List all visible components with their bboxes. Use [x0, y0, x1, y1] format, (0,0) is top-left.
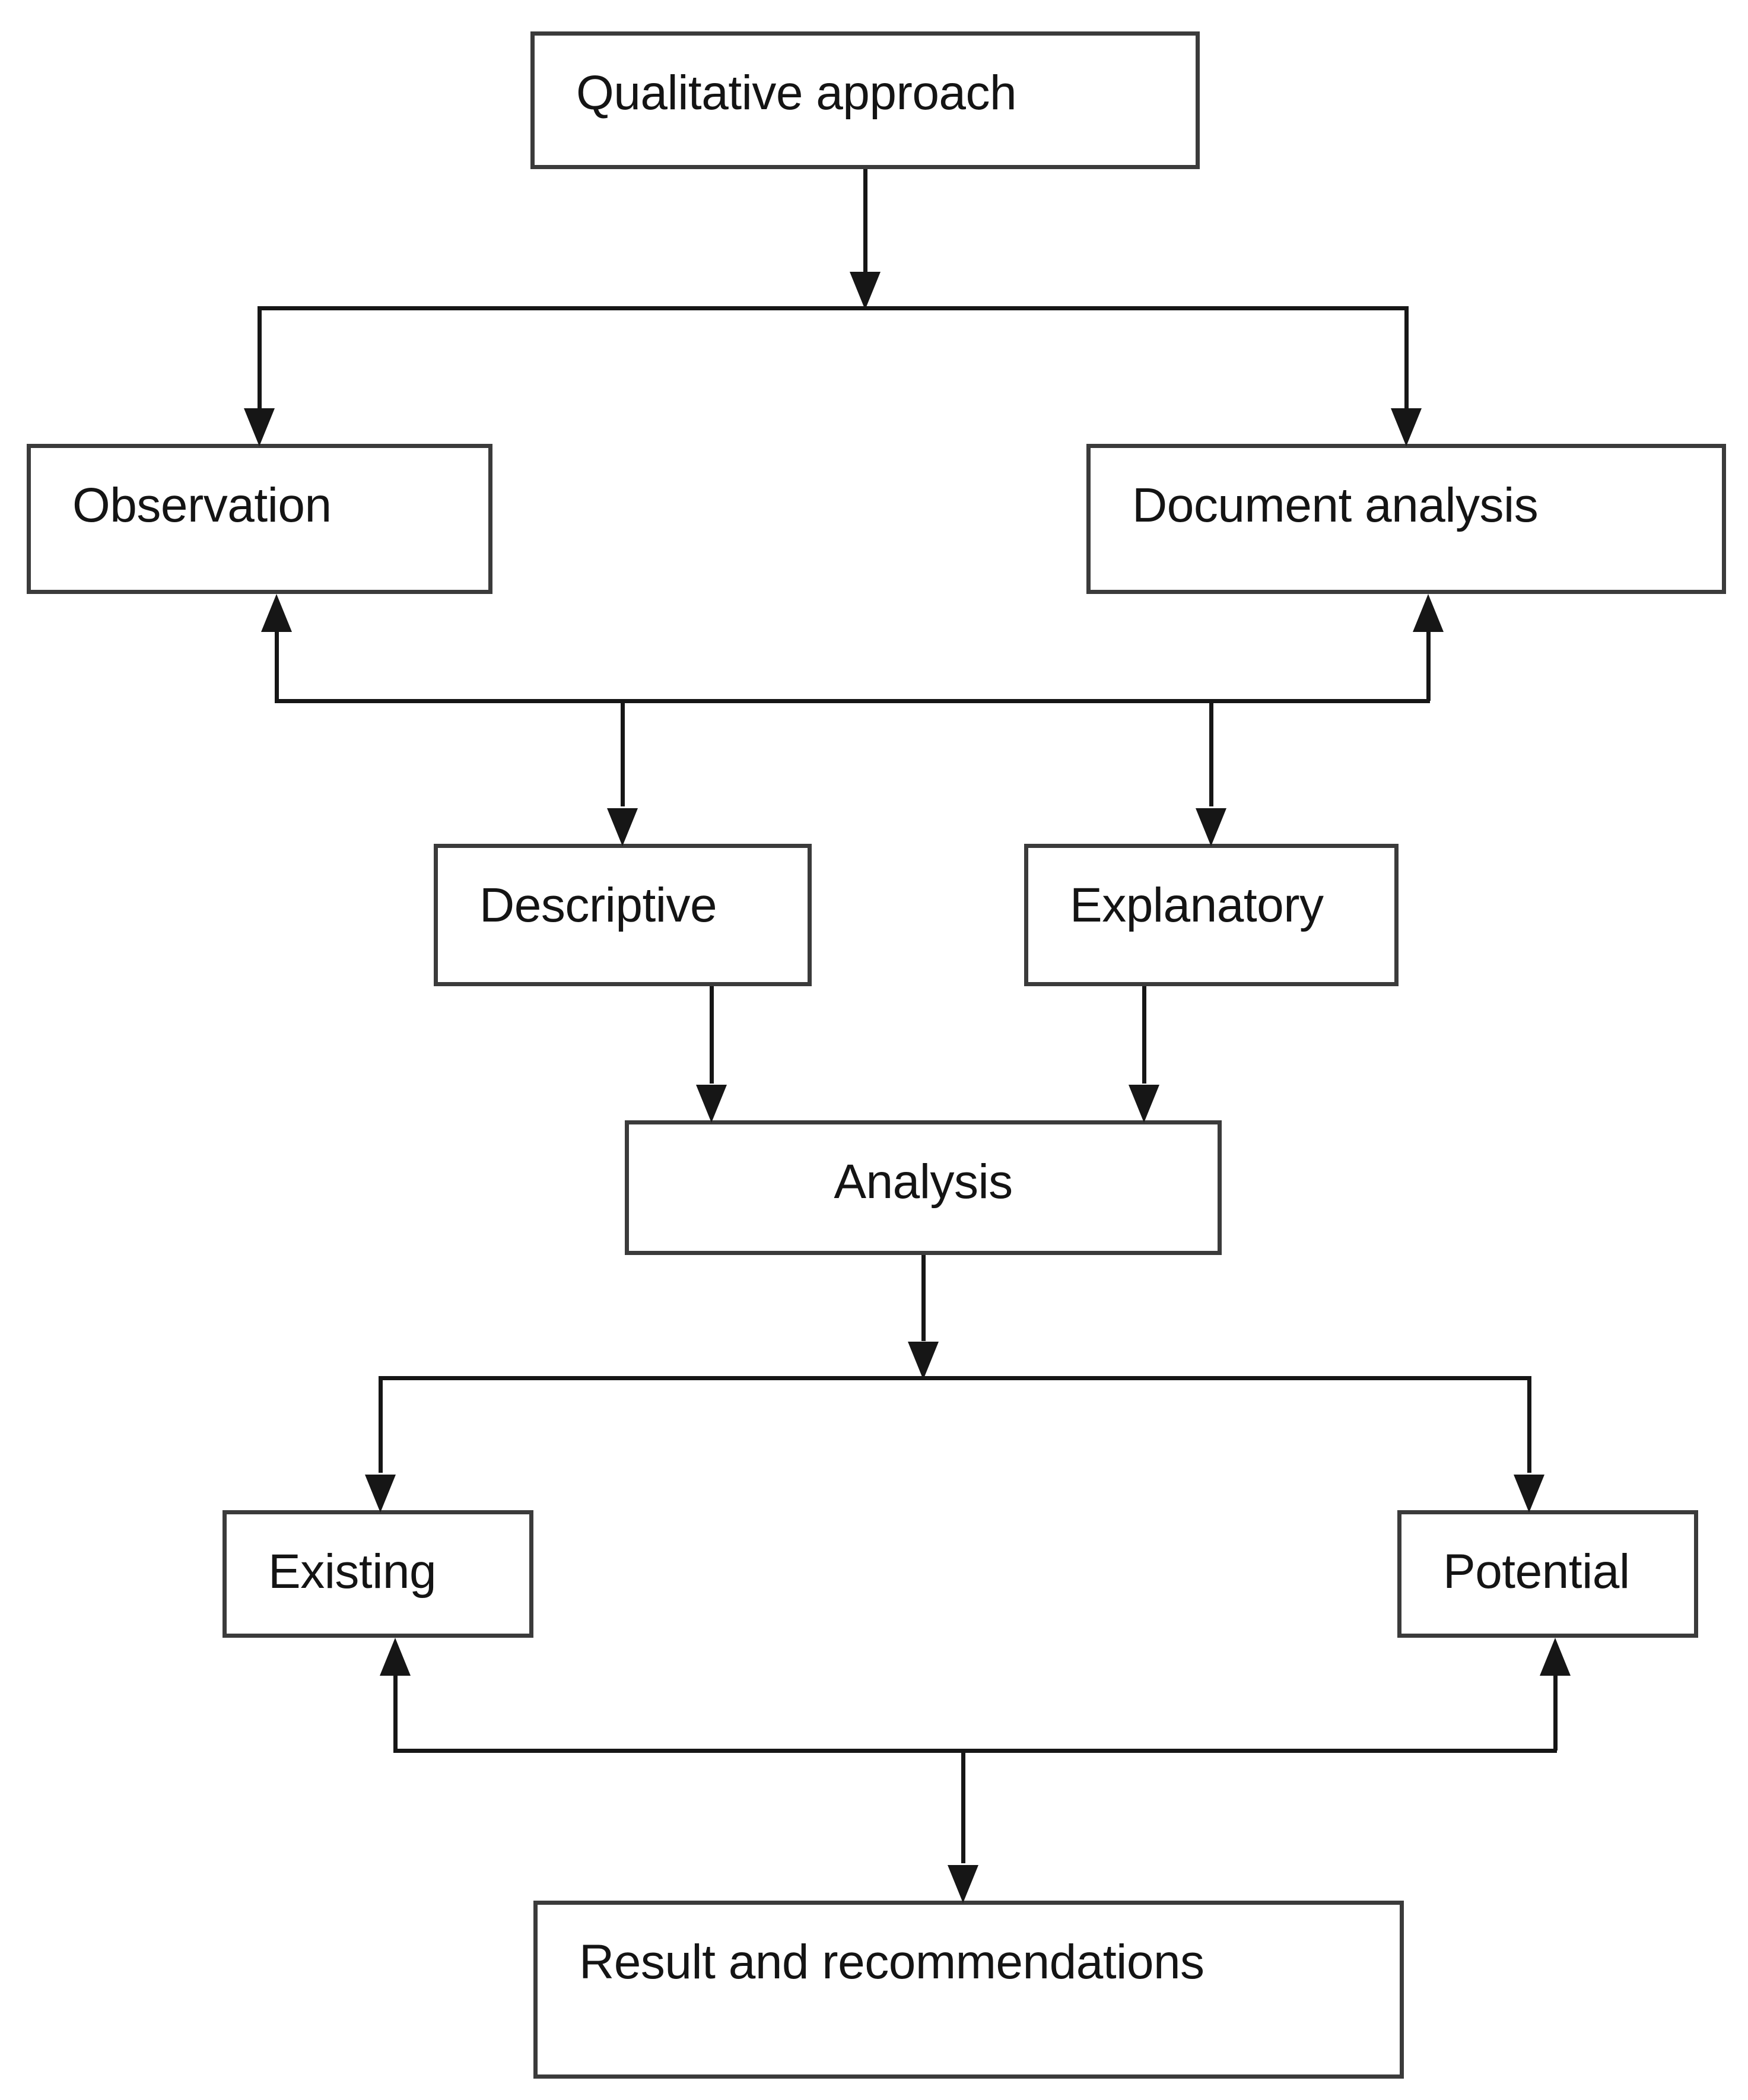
arrowhead-down-icon [908, 1342, 939, 1380]
arrowhead-up-icon [261, 594, 292, 632]
node-label: Result and recommendations [579, 1935, 1204, 1989]
connector-split3-to-existing [379, 1376, 383, 1473]
node-qualitative-approach: Qualitative approach [530, 31, 1200, 169]
node-label: Existing [268, 1545, 437, 1599]
connector-bus2-to-explanatory [1209, 701, 1213, 806]
node-label: Document analysis [1132, 478, 1539, 532]
connector-bus2 [275, 699, 1430, 703]
node-result-recommendations: Result and recommendations [533, 1901, 1404, 2079]
arrowhead-down-icon [850, 272, 881, 310]
node-label: Descriptive [479, 878, 717, 932]
arrowhead-down-icon [948, 1865, 978, 1903]
arrowhead-down-icon [1129, 1085, 1159, 1123]
node-explanatory: Explanatory [1024, 844, 1399, 986]
connector-explanatory-to-analysis [1142, 986, 1146, 1084]
connector-bus4-to-potential [1553, 1673, 1558, 1750]
connector-descriptive-to-analysis [710, 986, 714, 1084]
arrowhead-down-icon [696, 1085, 727, 1123]
connector-bus2-to-document-analysis [1426, 630, 1431, 701]
connector-split3-bus [379, 1376, 1531, 1380]
connector-qualitative-to-split1 [863, 169, 867, 273]
node-label: Potential [1443, 1545, 1630, 1599]
arrowhead-down-icon [1514, 1475, 1544, 1513]
arrowhead-down-icon [1196, 808, 1226, 846]
connector-split1-bus [258, 306, 1408, 310]
connector-split1-to-document-analysis [1404, 306, 1409, 408]
node-existing: Existing [223, 1510, 533, 1638]
connector-bus4 [393, 1749, 1557, 1753]
connector-bus2-to-observation [275, 630, 279, 701]
arrowhead-up-icon [1413, 594, 1444, 632]
arrowhead-up-icon [380, 1638, 411, 1676]
node-label: Explanatory [1070, 878, 1324, 932]
arrowhead-down-icon [244, 408, 275, 446]
node-document-analysis: Document analysis [1086, 444, 1726, 594]
node-potential: Potential [1397, 1510, 1698, 1638]
node-descriptive: Descriptive [434, 844, 812, 986]
node-label: Analysis [834, 1155, 1013, 1209]
connector-analysis-to-split3 [921, 1255, 926, 1341]
node-observation: Observation [27, 444, 492, 594]
node-label: Qualitative approach [576, 66, 1017, 120]
node-label: Observation [72, 478, 332, 532]
connector-bus4-to-existing [393, 1673, 398, 1750]
connector-split1-to-observation [258, 306, 262, 408]
arrowhead-up-icon [1540, 1638, 1571, 1676]
node-analysis: Analysis [625, 1120, 1222, 1255]
connector-bus2-to-descriptive [621, 701, 625, 806]
connector-bus4-to-result [961, 1750, 965, 1863]
connector-split3-to-potential [1527, 1376, 1531, 1473]
arrowhead-down-icon [1391, 408, 1422, 446]
arrowhead-down-icon [607, 808, 638, 846]
arrowhead-down-icon [365, 1475, 396, 1513]
